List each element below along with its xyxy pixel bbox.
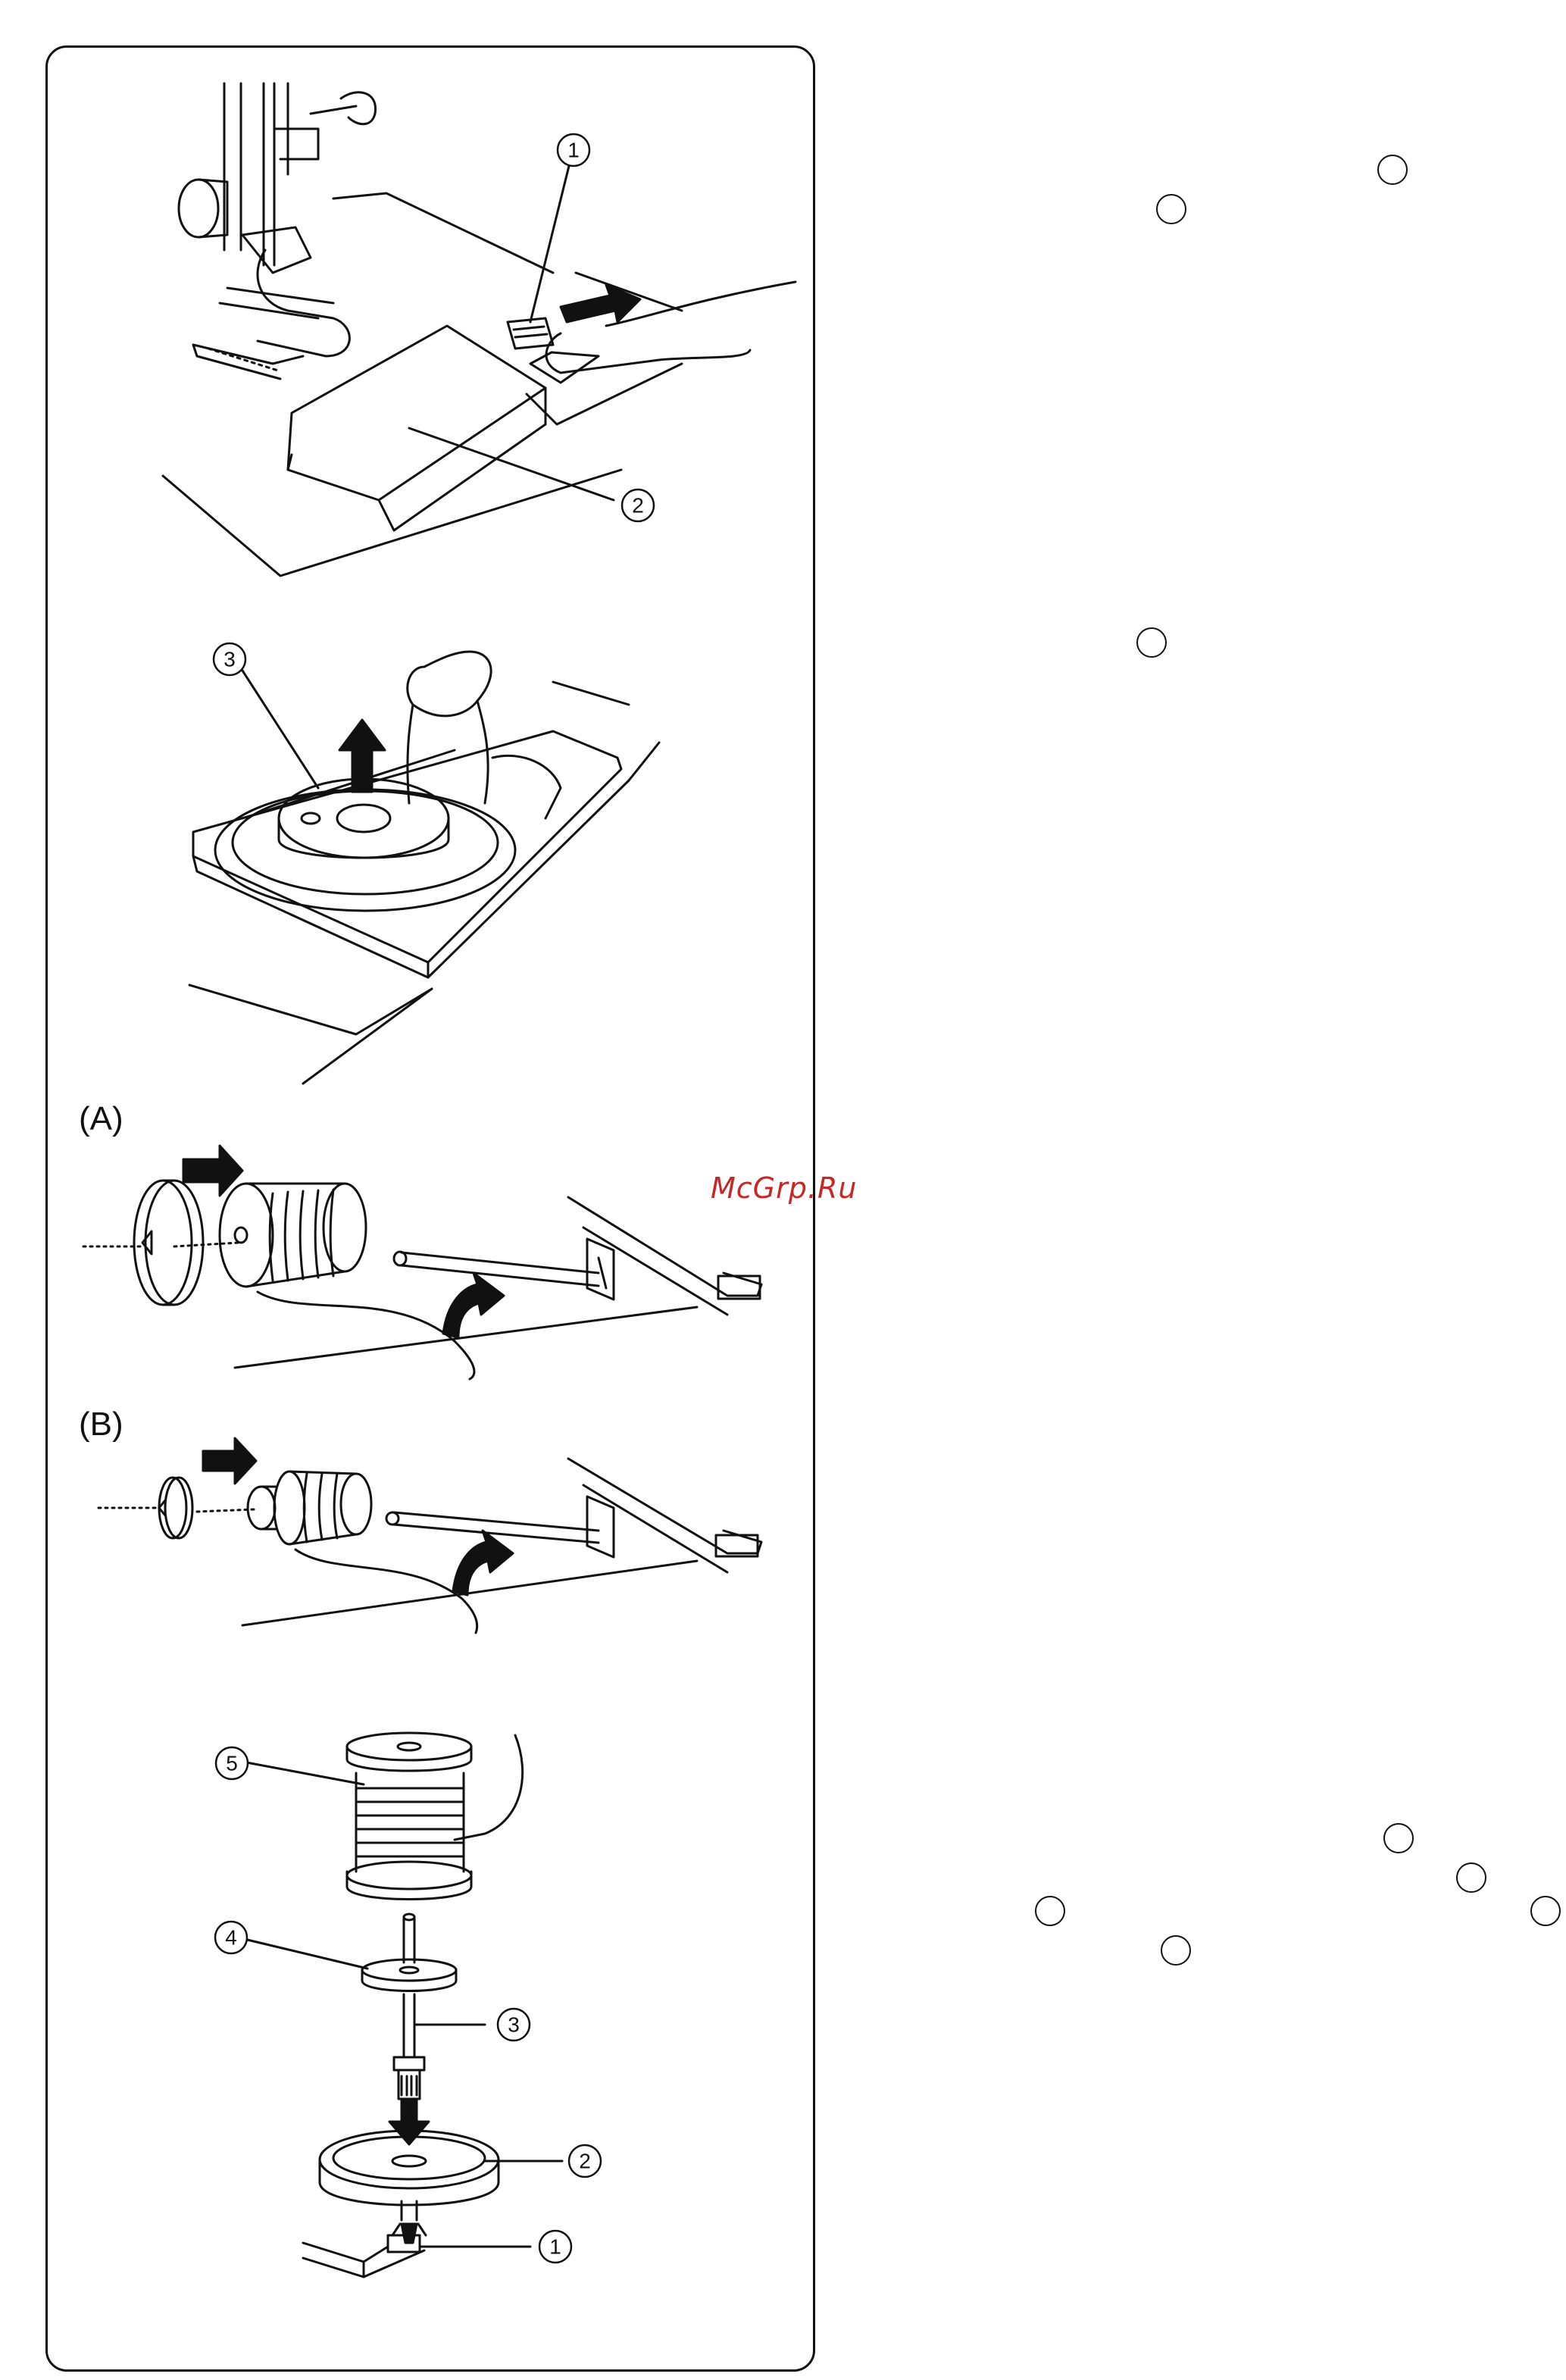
watermark: McGrp.Ru (711, 1171, 857, 1205)
figure-hook-cover-removal (163, 83, 796, 576)
callout-number: 1 (567, 139, 580, 162)
figure-spool-pin-assembly (241, 1733, 562, 2277)
figure-label-a: (A) (79, 1100, 123, 1138)
empty-callout-circle (1161, 1935, 1191, 1966)
empty-callout-circle (1156, 194, 1186, 224)
empty-callout-circle (1136, 627, 1167, 658)
figure-spool-large-cap (83, 1146, 761, 1379)
figure-spool-small-cap (98, 1438, 761, 1633)
callout-number: 4 (225, 1926, 237, 1950)
callout-number: 3 (508, 2013, 520, 2037)
empty-callout-circle (1035, 1896, 1065, 1926)
callout-number: 2 (579, 2150, 591, 2173)
callout-number: 5 (226, 1752, 238, 1775)
empty-callout-circle (1456, 1862, 1486, 1893)
empty-callout-circle (1377, 155, 1408, 185)
callout-number: 2 (632, 494, 644, 518)
empty-callout-circle (1383, 1823, 1414, 1853)
figure-bobbin-removal (189, 652, 659, 1084)
empty-callout-circle (1530, 1896, 1561, 1926)
figure-label-b: (B) (79, 1406, 123, 1443)
callout-number: 3 (223, 648, 236, 671)
callout-markers (214, 134, 654, 2263)
callout-number: 1 (549, 2235, 561, 2259)
